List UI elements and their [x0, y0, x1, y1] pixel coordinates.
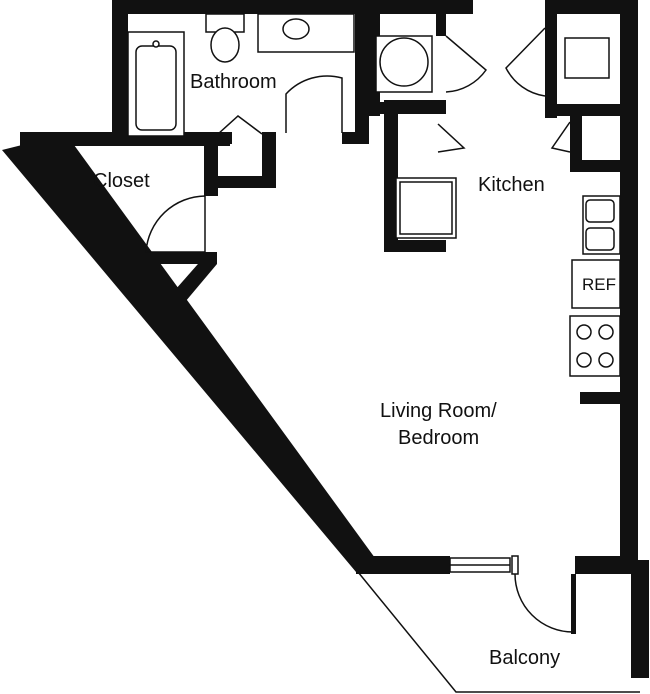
kitchen-west-wall: [384, 100, 398, 250]
washer-drum-icon: [379, 37, 429, 87]
storage-lower-box: [570, 116, 582, 168]
burner-1-icon: [576, 324, 592, 340]
closet-front-stub: [145, 252, 217, 264]
sink-basin-icon: [282, 18, 310, 40]
kitchen-label: Kitchen: [478, 174, 545, 196]
linen-east-wall: [262, 132, 276, 188]
balcony-door-swing: [514, 573, 574, 633]
closet-east-lower: [204, 176, 276, 188]
north-wall-bath: [112, 0, 128, 140]
storage-west-wall: [545, 0, 557, 118]
closet-label: Closet: [93, 170, 150, 192]
dryer: [564, 37, 610, 79]
balcony-railing: [357, 571, 640, 693]
diagonal-wall: [2, 134, 375, 572]
balcony-label: Balcony: [489, 647, 560, 669]
north-wall-top-kitchen: [355, 0, 473, 14]
bathtub-inner: [135, 45, 177, 131]
living-room-label: Living Room/: [380, 400, 497, 422]
south-wall-west: [356, 556, 450, 574]
storage-lower-bottom: [570, 160, 620, 172]
sink-bowl-2-icon: [585, 227, 615, 251]
laundry-east-stub: [436, 14, 446, 36]
range: [569, 315, 621, 377]
north-wall-top-east: [545, 0, 638, 14]
tub-drain-icon: [152, 40, 160, 48]
dishwasher-inner: [399, 181, 453, 235]
refrigerator-label: REF: [582, 275, 616, 294]
interior-walls: [112, 0, 620, 404]
laundry-bottom: [368, 102, 438, 114]
north-wall-top-bath: [112, 0, 367, 14]
exterior-walls: [2, 0, 649, 678]
laundry-door-swing: [445, 35, 488, 93]
closet-door-swing: [145, 195, 206, 253]
bath-east-wall: [355, 0, 369, 144]
toilet-bowl-icon: [210, 27, 240, 63]
room-labels: Bathroom Closet Kitchen Living Room/ Bed…: [93, 71, 560, 669]
closet-front-wall: [168, 256, 217, 308]
balcony-door-leaf: [571, 574, 576, 634]
bathroom-label: Bathroom: [190, 71, 277, 93]
kitchen-counter-stub: [384, 240, 446, 252]
burner-2-icon: [598, 324, 614, 340]
storage-bottom: [545, 104, 620, 116]
sink-bowl-1-icon: [585, 199, 615, 223]
east-wall: [620, 2, 638, 574]
kitchen-east-wall-lower: [580, 392, 620, 404]
pantry-door-swing: [437, 123, 466, 153]
balcony-east-wall: [631, 560, 649, 678]
refrigerator: [571, 259, 621, 309]
linen-door-swing: [217, 115, 263, 135]
kitchen-fixtures: REF: [375, 27, 621, 377]
storage-lower-door-swing: [550, 121, 571, 153]
bathroom-fixtures: [127, 13, 355, 137]
dishwasher: [395, 177, 457, 239]
burner-4-icon: [598, 352, 614, 368]
bedroom-label: Bedroom: [398, 427, 479, 449]
bathroom-door-swing: [285, 75, 343, 133]
balcony-door-frame: [511, 555, 519, 575]
storage-door-swing: [505, 27, 546, 97]
burner-3-icon: [576, 352, 592, 368]
balcony: [357, 555, 640, 693]
